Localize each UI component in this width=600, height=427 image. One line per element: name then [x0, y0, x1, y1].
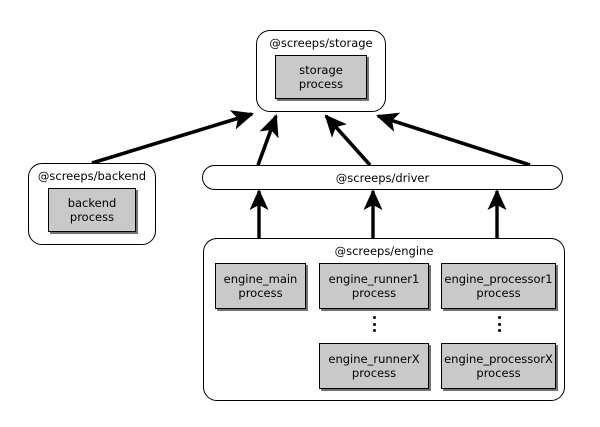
process-backend[interactable]: backend process — [48, 188, 136, 232]
process-engine-runnerx-kind: process — [351, 366, 397, 380]
package-storage-label: @screeps/storage — [269, 36, 373, 50]
edge-backend-to-storage — [91, 110, 255, 165]
package-backend-label: @screeps/backend — [37, 169, 147, 183]
process-engine-processorx-kind: process — [476, 366, 521, 380]
package-engine[interactable]: @screeps/engine engine_main process engi… — [203, 238, 565, 401]
edge-driver-right-to-storage — [375, 112, 531, 167]
process-engine-processorx[interactable]: engine_processorX process — [441, 343, 556, 389]
package-engine-label: @screeps/engine — [334, 244, 434, 258]
process-engine-runnerx-name: engine_runnerX — [328, 352, 420, 366]
process-engine-processor1[interactable]: engine_processor1 process — [441, 263, 556, 309]
process-engine-main[interactable]: engine_main process — [215, 263, 306, 309]
process-engine-runner1[interactable]: engine_runner1 process — [319, 263, 429, 309]
package-backend[interactable]: @screeps/backend backend process — [28, 163, 156, 245]
process-engine-processor1-kind: process — [476, 286, 521, 300]
edge-driver-middle-to-storage — [324, 114, 372, 167]
ellipsis-processor-icon — [492, 316, 506, 332]
process-storage-name: storage — [299, 63, 343, 77]
edge-driver-left-to-storage — [256, 113, 279, 166]
process-engine-main-kind: process — [238, 286, 283, 300]
process-backend-name: backend — [67, 196, 117, 210]
ellipsis-runner-icon — [367, 316, 381, 332]
process-engine-runnerx[interactable]: engine_runnerX process — [319, 343, 429, 389]
process-engine-processorx-name: engine_processorX — [444, 352, 553, 366]
package-storage[interactable]: @screeps/storage storage process — [256, 30, 386, 112]
process-engine-processor1-name: engine_processor1 — [444, 272, 553, 286]
process-engine-runner1-name: engine_runner1 — [328, 272, 420, 286]
package-driver-label: @screeps/driver — [335, 170, 430, 185]
process-engine-runner1-kind: process — [351, 286, 397, 300]
process-backend-kind: process — [69, 210, 115, 224]
package-driver[interactable]: @screeps/driver — [202, 165, 563, 190]
process-storage[interactable]: storage process — [275, 55, 367, 99]
process-storage-kind: process — [298, 77, 344, 91]
process-engine-main-name: engine_main — [223, 272, 298, 286]
